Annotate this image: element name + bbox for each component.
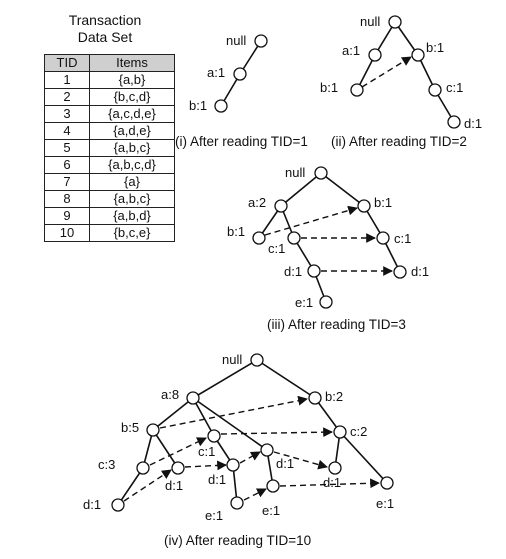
tree4-link-d2 — [184, 460, 227, 471]
tree2-link-b — [361, 56, 412, 88]
tree3-label-a: a:2 — [248, 195, 266, 210]
tree4-node-e-under-acd — [230, 496, 244, 510]
tree3-node-null — [314, 166, 328, 180]
tree2-node-null — [388, 15, 402, 29]
tree3-label-c: c:1 — [394, 231, 411, 246]
tree4-label-d-under-abc: d:1 — [83, 497, 101, 512]
tree3-caption: (iii) After reading TID=3 — [267, 317, 406, 332]
tree4-node-b-under-a — [146, 423, 160, 437]
tree3-label-e: e:1 — [295, 295, 313, 310]
tree3-node-b-under-a — [252, 231, 266, 245]
tree2-caption: (ii) After reading TID=2 — [331, 134, 467, 149]
tree1-node-null — [254, 34, 268, 48]
tree4-label-c-under-b: c:2 — [350, 424, 367, 439]
tree4-label-d-under-ac: d:1 — [208, 472, 226, 487]
tree2-label-c: c:1 — [446, 80, 463, 95]
tree4-node-e-under-ad — [266, 479, 280, 493]
tree-2 — [356, 21, 455, 123]
tree2-node-c — [428, 83, 442, 97]
table-row: 10{b,c,e} — [44, 224, 175, 242]
tree1-label-null: null — [226, 33, 246, 48]
tree4-node-b — [308, 391, 322, 405]
tree4-caption: (iv) After reading TID=10 — [164, 533, 311, 548]
tree4-link-c1 — [149, 437, 207, 466]
tree1-label-b: b:1 — [189, 98, 207, 113]
tree4-label-null: null — [222, 352, 242, 367]
tree3-label-d-under-c: d:1 — [284, 264, 302, 279]
tree4-label-d-under-a: d:1 — [276, 456, 294, 471]
tree4-link-d4 — [273, 451, 328, 470]
tree2-label-b-under-a: b:1 — [320, 80, 338, 95]
tree3-node-a — [274, 199, 288, 213]
tree4-node-c-under-ab — [136, 461, 150, 475]
tree4-label-c-under-a: c:1 — [198, 444, 215, 459]
tree3-node-c — [376, 231, 390, 245]
items-cell: {a,d,e} — [89, 122, 175, 140]
tree2-node-b-under-a — [350, 83, 364, 97]
table-row: 2{b,c,d} — [44, 88, 175, 106]
tree4-label-d-under-bc: d:1 — [323, 475, 341, 490]
tree2-node-b — [411, 48, 425, 62]
tree2-label-null: null — [360, 14, 380, 29]
tree1-caption: (i) After reading TID=1 — [175, 134, 308, 149]
items-cell: {b,c,d} — [89, 88, 175, 106]
items-cell: {a,b,c} — [89, 190, 175, 208]
tree3-link-b — [264, 205, 358, 236]
tree3-label-c-under-a: c:1 — [268, 241, 285, 256]
tree3-label-null: null — [285, 165, 305, 180]
tree4-node-null — [250, 353, 264, 367]
tree3-node-d-under-c — [307, 264, 321, 278]
items-cell: {a,c,d,e} — [89, 105, 175, 123]
tree4-node-d-under-bc — [328, 461, 342, 475]
tree4-node-d-under-abc — [111, 498, 125, 512]
tree4-node-e-under-bc — [380, 476, 394, 490]
tree4-node-c-under-a — [207, 429, 221, 443]
tree3-label-b: b:1 — [374, 195, 392, 210]
tree4-label-d-under-ab: d:1 — [165, 478, 183, 493]
tree4-link-c2 — [220, 427, 333, 438]
tree3-label-b-under-a: b:1 — [227, 224, 245, 239]
items-cell: {b,c,e} — [89, 224, 175, 242]
tree3-node-e — [319, 295, 333, 309]
tree4-node-d-under-ab — [171, 461, 185, 475]
tree3-node-b — [357, 199, 371, 213]
tree3-label-d: d:1 — [411, 264, 429, 279]
table-header-row: TID Items — [44, 54, 175, 72]
tree4-node-c-under-b — [333, 425, 347, 439]
tree4-label-a: a:8 — [161, 387, 179, 402]
tree2-label-a: a:1 — [342, 43, 360, 58]
tree1-node-a — [233, 67, 247, 81]
table-row: 8{a,b,c} — [44, 190, 175, 208]
tree4-label-e-under-acd: e:1 — [205, 508, 223, 523]
tree3-node-c-under-a — [287, 231, 301, 245]
table-title-line2: Data Set — [77, 29, 133, 45]
header-items: Items — [89, 54, 175, 72]
tree4-label-b: b:2 — [325, 389, 343, 404]
tree4-node-d-under-ac — [226, 458, 240, 472]
table-row: 3{a,c,d,e} — [44, 105, 175, 123]
tree4-label-b-under-a: b:5 — [121, 420, 139, 435]
tree4-link-e1 — [243, 488, 267, 501]
tree4-link-d3 — [239, 451, 261, 464]
tree4-node-a — [186, 391, 200, 405]
tree1-label-a: a:1 — [207, 65, 225, 80]
tree2-label-d: d:1 — [464, 116, 482, 131]
tid-cell: 10 — [44, 224, 90, 242]
tree1-node-b — [214, 99, 228, 113]
tree4-link-b — [159, 395, 308, 429]
tree3-node-d — [393, 265, 407, 279]
tree4-label-c-under-ab: c:3 — [98, 457, 115, 472]
transaction-table: TID Items 1{a,b} 2{b,c,d} 3{a,c,d,e} 4{a… — [44, 54, 175, 242]
tree4-node-d-under-a — [260, 443, 274, 457]
tree2-node-d — [447, 115, 461, 129]
table-title-line1: Transaction — [68, 12, 142, 28]
tree4-link-e2 — [279, 478, 380, 489]
tree4-label-e-under-bc: e:1 — [376, 496, 394, 511]
tree2-label-b: b:1 — [426, 40, 444, 55]
tree2-node-a — [368, 48, 382, 62]
tree4-label-e-under-ad: e:1 — [262, 503, 280, 518]
